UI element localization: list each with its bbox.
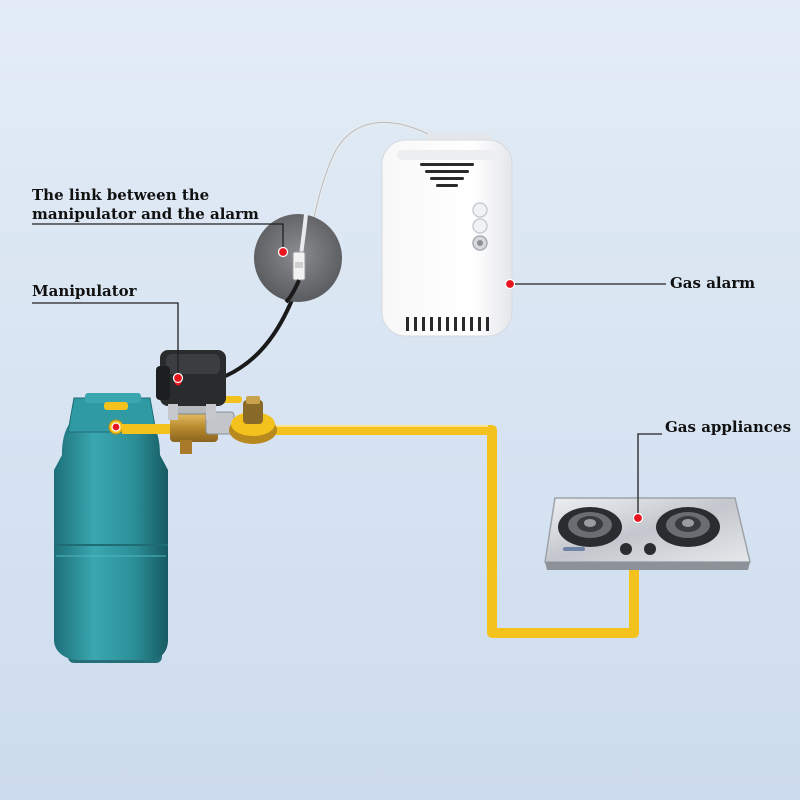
label-link-line1: The link between the xyxy=(32,186,210,204)
label-link: The link between the manipulator and the… xyxy=(32,186,259,224)
leader-gas-appliances xyxy=(637,433,662,518)
marker-manipulator xyxy=(172,372,184,384)
marker-cylinder xyxy=(111,422,121,432)
leader-link xyxy=(32,223,284,252)
marker-gas-appliances xyxy=(632,512,644,524)
manipulator-device xyxy=(156,350,226,420)
label-link-line2: manipulator and the alarm xyxy=(32,205,259,223)
label-gas-appliances: Gas appliances xyxy=(665,418,792,436)
gas-stove xyxy=(544,497,751,570)
gas-pipe xyxy=(262,425,639,638)
label-gas-alarm: Gas alarm xyxy=(670,274,756,292)
leader-lines xyxy=(32,223,666,518)
connector-magnifier xyxy=(254,213,342,304)
marker-gas-alarm xyxy=(504,278,516,290)
markers xyxy=(111,246,644,524)
leader-manipulator xyxy=(32,302,179,378)
marker-link xyxy=(277,246,289,258)
gas-cylinder xyxy=(54,393,168,663)
label-manipulator: Manipulator xyxy=(32,282,137,300)
gas-alarm-device xyxy=(381,133,513,337)
